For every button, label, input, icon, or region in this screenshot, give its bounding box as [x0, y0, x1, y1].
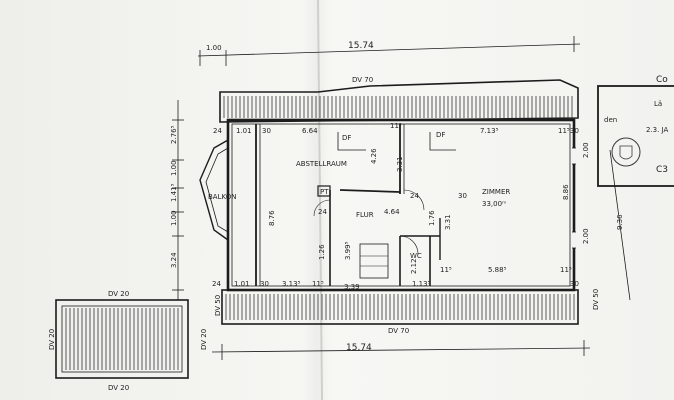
room-abstellraum: ABSTELLRAUM — [296, 160, 347, 168]
stamp-line-2: Lä — [654, 100, 662, 108]
dim-6-64: 6.64 — [302, 127, 318, 135]
dim-8-76: 8.76 — [268, 210, 276, 226]
official-stamp: Co Lä den 2.3. JA C3 — [597, 75, 674, 187]
room-wc: WC — [410, 252, 422, 260]
label-df-2: DF — [436, 131, 445, 139]
dv50-left: DV 50 — [214, 295, 222, 316]
dim-1-76: 1.76 — [428, 210, 436, 226]
right-dimension: 9.36 — [609, 149, 631, 301]
small-dv-left: DV 20 — [48, 329, 56, 350]
stamp-line-3: den — [604, 116, 617, 124]
small-hatched-box: DV 20 DV 20 DV 20 DV 20 — [48, 290, 208, 392]
dim-30-right: 30 — [570, 127, 579, 135]
dim-side-3: 1.41⁵ — [170, 183, 178, 202]
dim-7-13: 7.13⁵ — [480, 127, 499, 135]
dim-4-26: 4.26 — [370, 148, 378, 164]
small-dv-right: DV 20 — [200, 329, 208, 350]
dim-3-39: 3.39 — [344, 283, 360, 291]
dim-11-5-top: 11⁵ — [390, 122, 402, 130]
small-dv-bottom: DV 20 — [108, 384, 129, 392]
label-df-1: DF — [342, 134, 351, 142]
room-flur: FLUR — [356, 211, 374, 219]
dv50-right: DV 50 — [592, 289, 600, 310]
dim-side-right: 9.36 — [616, 214, 624, 230]
page-fold — [317, 0, 323, 400]
dim-side-2: 1.00 — [170, 160, 178, 176]
dim-3-99: 3.99⁵ — [344, 241, 352, 260]
dim-top-left: 1.00 — [206, 44, 222, 52]
dim-24-flur: 24 — [318, 208, 327, 216]
dim-bottom-total: 15.74 — [346, 343, 372, 353]
dim-30-corner: 30 — [570, 280, 579, 288]
dim-24-bottom: 24 — [212, 280, 221, 288]
dim-30-mid: 30 — [458, 192, 467, 200]
bottom-dimension: 15.74 — [211, 340, 591, 360]
dim-30-bottom: 30 — [260, 280, 269, 288]
dim-1-01-top: 1.01 — [236, 127, 252, 135]
dv-top-label: DV 70 — [352, 76, 373, 84]
bottom-overhang-strip: DV 50 DV 50 DV 70 — [214, 289, 600, 335]
stamp-line-4: 2.3. JA — [646, 126, 669, 134]
room-balkon: BALKON — [208, 193, 236, 201]
dim-2-00-b: 2.00 — [582, 228, 590, 244]
dim-1-13: 1.13⁵ — [412, 280, 431, 288]
dim-1-01-bottom: 1.01 — [234, 280, 250, 288]
dim-30-top: 30 — [262, 127, 271, 135]
outer-walls — [226, 118, 576, 292]
dim-11-5-right: 11⁵ — [558, 127, 570, 135]
dim-side-5: 3.24 — [170, 252, 178, 268]
stamp-line-5: C3 — [656, 165, 668, 175]
dv-bottom-label: DV 70 — [388, 327, 409, 335]
dim-2-00-a: 2.00 — [582, 142, 590, 158]
top-overhang-strip: DV 70 — [219, 76, 579, 123]
left-dimension-chain: 2.76⁵ 1.00 1.41⁵ 1.00 3.24 — [170, 100, 184, 300]
stamp-line-1: Co — [656, 75, 668, 85]
interior-dimensions: 6.64 7.13⁵ 1.01 24 30 11⁵ 11⁵ 30 4.64 24… — [212, 122, 590, 291]
dim-1-26: 1.26 — [318, 244, 326, 260]
dim-24-top: 24 — [213, 127, 222, 135]
dim-24-mid: 24 — [410, 192, 419, 200]
interior-walls — [255, 124, 576, 286]
dim-5-88: 5.88⁵ — [488, 266, 507, 274]
dim-side-1: 2.76⁵ — [170, 125, 178, 144]
room-labels: ABSTELLRAUM FLUR ZIMMER 33,00ᵐ WC DF DF … — [296, 131, 510, 260]
top-dimension: 1.00 15.74 — [197, 36, 581, 66]
small-dv-top: DV 20 — [108, 290, 129, 298]
room-zimmer: ZIMMER — [482, 188, 510, 196]
dim-11-5-flur: 11⁵ — [312, 280, 324, 288]
dim-4-64: 4.64 — [384, 208, 400, 216]
dim-side-4: 1.00 — [170, 210, 178, 226]
dim-11-5-zimmer: 11⁵ — [440, 266, 452, 274]
dim-2-12: 2.12 — [410, 258, 418, 274]
dim-11-5-corner: 11⁵ — [560, 266, 572, 274]
dim-3-31-b: 3.31 — [444, 214, 452, 230]
dim-8-86: 8.86 — [562, 184, 570, 200]
dim-3-13: 3.13⁵ — [282, 280, 301, 288]
dim-top-total: 15.74 — [348, 41, 374, 51]
room-zimmer-area: 33,00ᵐ — [482, 200, 506, 208]
dim-3-31: 3.31 — [396, 156, 404, 172]
balcony-bay: BALKON — [199, 139, 236, 241]
label-pt: PT — [320, 188, 329, 196]
